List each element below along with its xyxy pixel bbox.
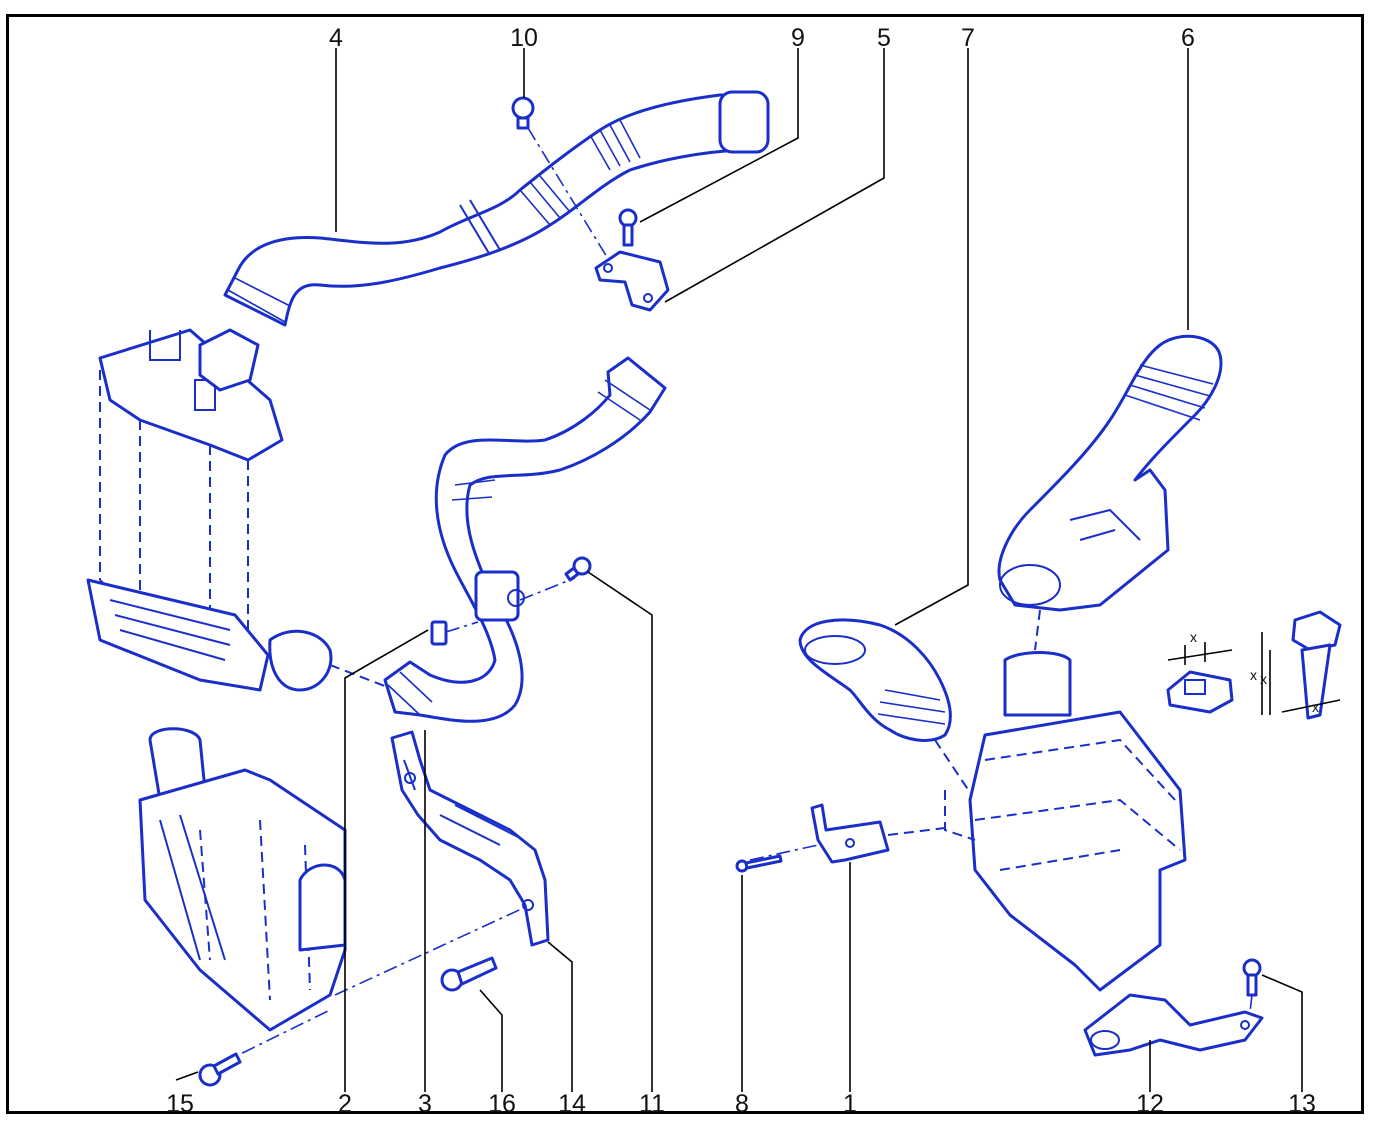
callout-2: 2 (338, 1090, 352, 1118)
hose-connection-line (329, 664, 396, 691)
air-filter-housing (944, 651, 1187, 992)
callout-4: 4 (329, 24, 343, 52)
hose-7-connection-line (934, 739, 976, 801)
callout-15: 15 (166, 1090, 194, 1118)
callout-13: 13 (1288, 1090, 1316, 1118)
bolt-11 (564, 556, 592, 582)
clip-2 (430, 620, 448, 646)
screw-8 (735, 854, 783, 873)
callout-12: 12 (1136, 1090, 1164, 1118)
sensor-connection-line (887, 827, 946, 836)
bracket-5 (594, 250, 670, 312)
callout-16: 16 (488, 1090, 516, 1118)
duct-connection-line (1034, 609, 1041, 651)
callout-11: 11 (639, 1090, 665, 1118)
air-intake-duct-6 (997, 334, 1223, 612)
mounting-bracket-12 (1083, 993, 1264, 1057)
lower-intake-hose (383, 356, 667, 723)
alignment-line-14 (334, 904, 531, 996)
callout-5: 5 (877, 24, 891, 52)
callout-14: 14 (558, 1090, 586, 1118)
dimension-label-bolt-diameter: x (1312, 699, 1319, 715)
bolt-dimension-detail (1261, 610, 1342, 720)
airflow-sensor-1 (810, 803, 890, 864)
dimension-label-clip-side: x (1260, 671, 1267, 687)
callout-6: 6 (1181, 24, 1195, 52)
alignment-line-8 (749, 844, 819, 861)
leader-lines (175, 48, 1303, 1092)
alignment-line-13 (1249, 994, 1253, 1013)
diagram-frame (6, 14, 1364, 1114)
callout-3: 3 (418, 1090, 432, 1118)
bolt-9 (618, 208, 638, 247)
dimension-label-bolt-height: x (1250, 667, 1257, 683)
callout-7: 7 (961, 24, 975, 52)
intercooler (86, 328, 333, 692)
alignment-line-11 (445, 577, 576, 633)
upper-intake-hose (223, 90, 770, 327)
callout-9: 9 (791, 24, 805, 52)
callout-10: 10 (510, 24, 538, 52)
callout-8: 8 (735, 1090, 749, 1118)
intercooler-lower-assembly (138, 727, 347, 1032)
dimension-label-clip-top: x (1190, 629, 1197, 645)
intake-hose-7 (798, 618, 952, 742)
bolt-10 (511, 96, 535, 130)
callout-1: 1 (843, 1090, 857, 1118)
clip-dimension-detail (1166, 642, 1271, 715)
bolt-16 (440, 956, 498, 992)
bolt-13 (1242, 958, 1262, 997)
support-bracket-14 (390, 730, 550, 947)
bolt-15 (198, 1052, 242, 1087)
